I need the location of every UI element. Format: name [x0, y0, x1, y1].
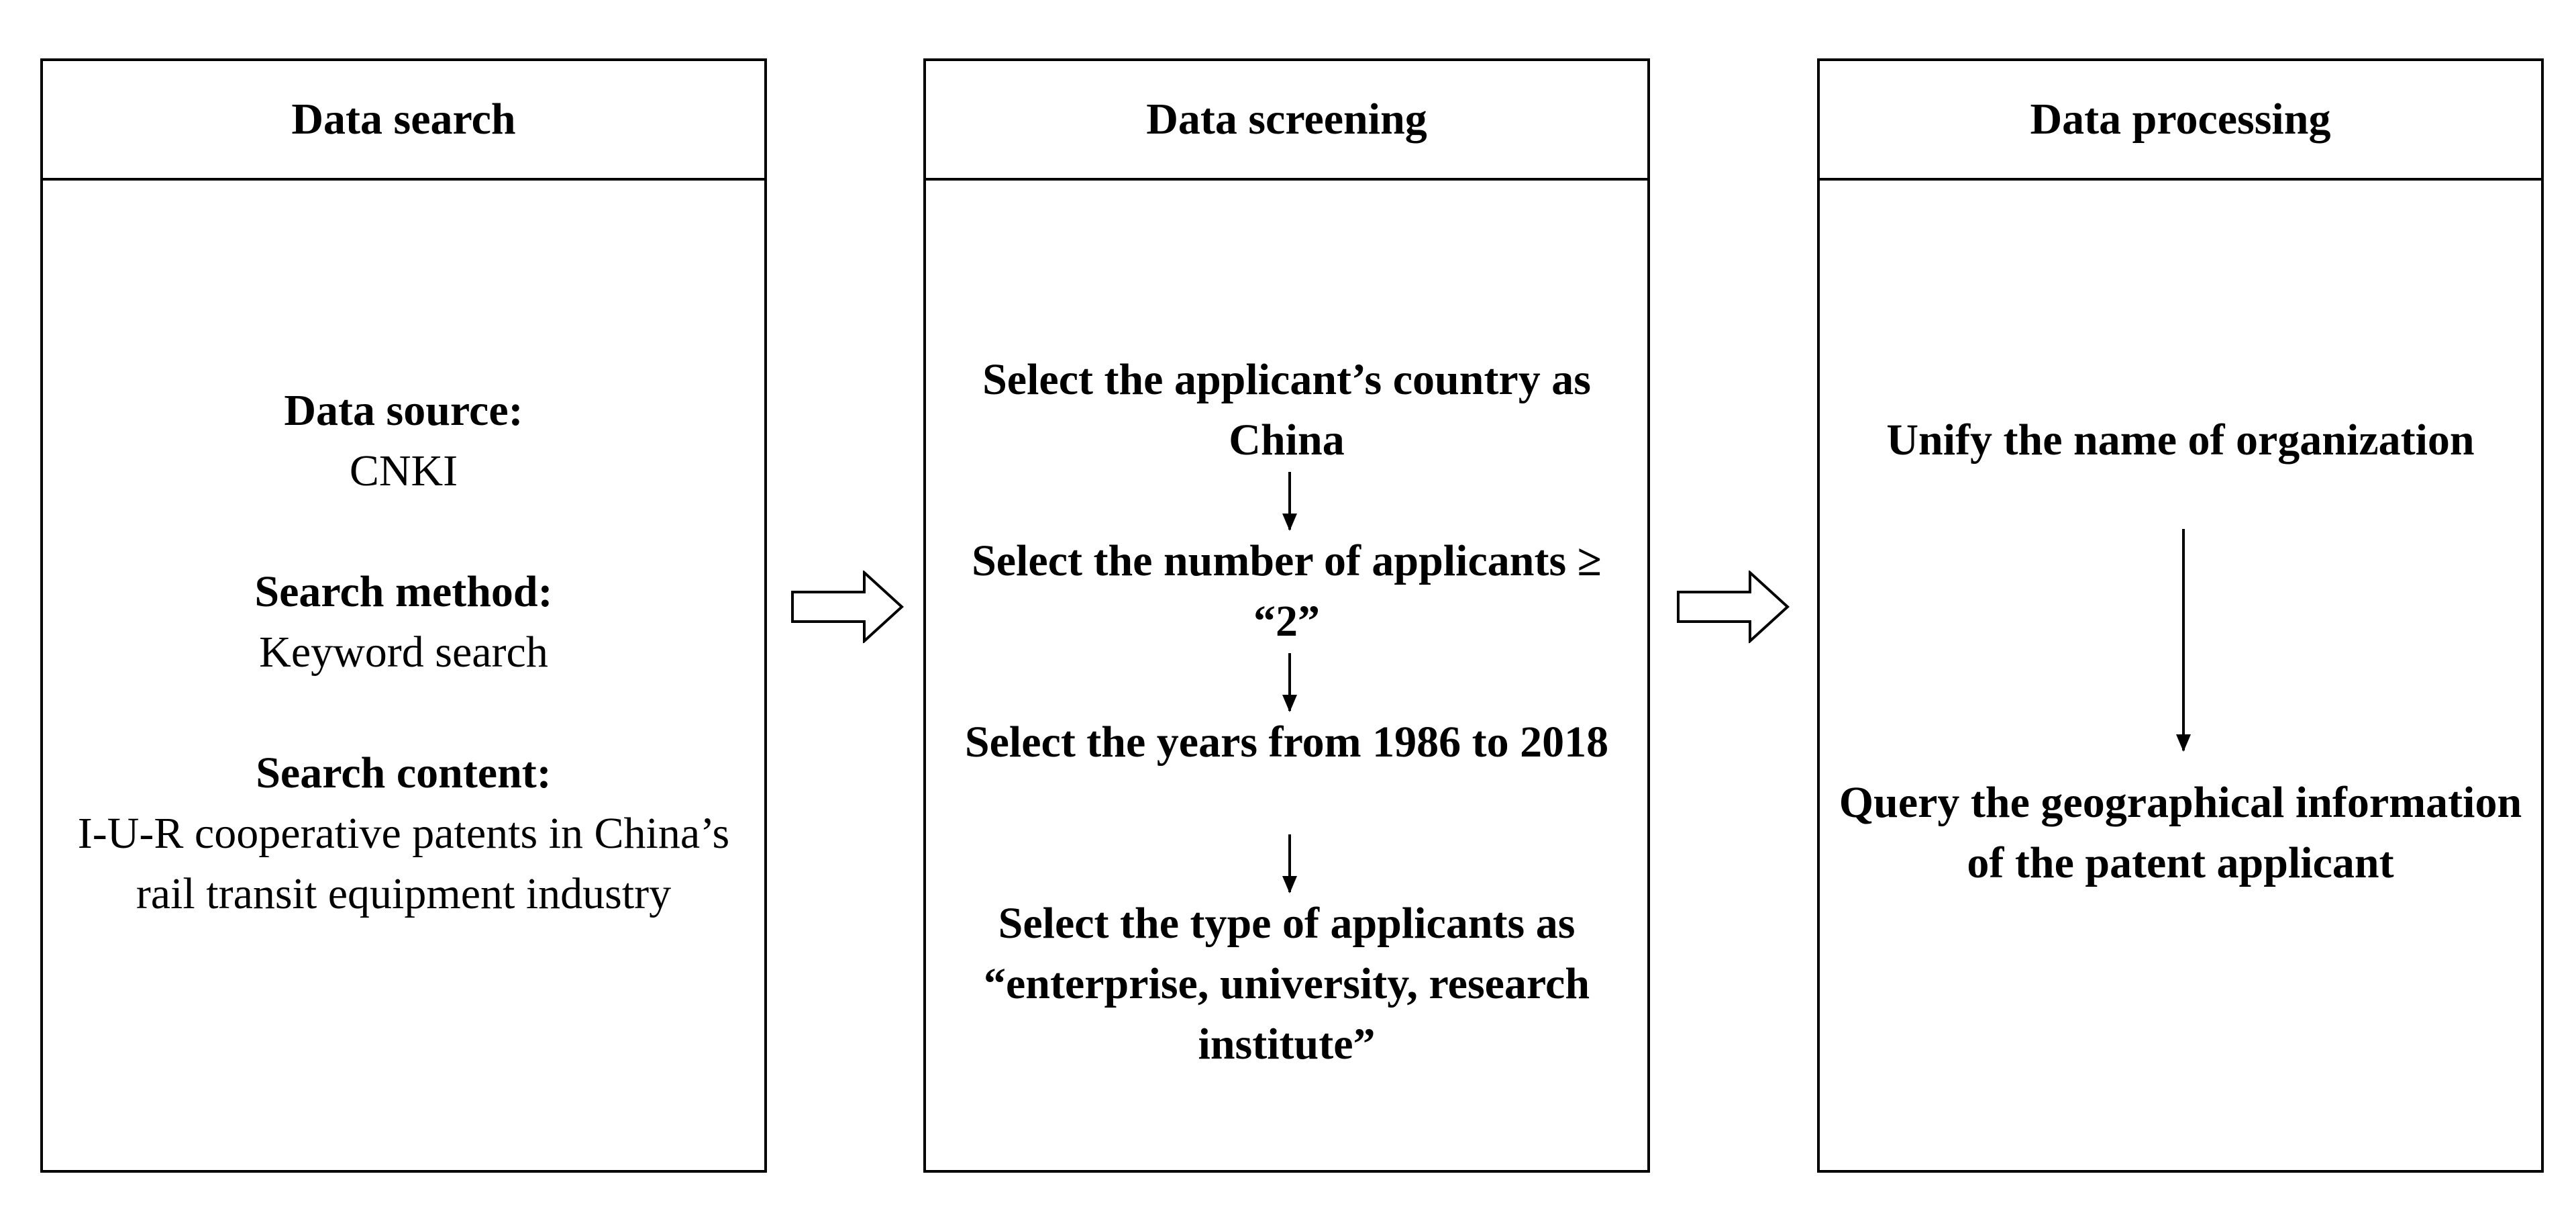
- search-content-label: Search content:: [256, 748, 552, 797]
- data-source-block: Data source: CNKI: [56, 381, 751, 501]
- search-content-value: I-U-R cooperative patents in China’s rai…: [77, 809, 730, 918]
- panel-title-data-processing: Data processing: [1820, 61, 2541, 181]
- search-method-block: Search method: Keyword search: [56, 562, 751, 683]
- data-source-label: Data source:: [284, 386, 523, 435]
- panel-data-search: Data search Data source: CNKI Search met…: [40, 58, 767, 1173]
- down-arrow-icon: [1282, 653, 1297, 712]
- screening-step-years: Select the years from 1986 to 2018: [964, 718, 1609, 767]
- screening-step-country: Select the applicant’s country as China: [982, 355, 1591, 465]
- down-arrow-icon: [1282, 834, 1297, 893]
- search-content-block: Search content: I-U-R cooperative patent…: [56, 743, 751, 924]
- down-arrow-icon: [1282, 472, 1297, 531]
- panel-data-screening: Data screening Select the applicant’s co…: [923, 58, 1650, 1173]
- processing-step-query-geo: Query the geographical information of th…: [1839, 778, 2522, 887]
- hollow-right-arrow-icon: [1677, 571, 1790, 643]
- screening-step-applicant-type: Select the type of applicants as “enterp…: [983, 899, 1590, 1069]
- panel-title-data-screening: Data screening: [926, 61, 1647, 181]
- down-arrow-icon: [2176, 529, 2191, 752]
- search-method-value: Keyword search: [259, 628, 548, 677]
- search-method-label: Search method:: [254, 567, 553, 616]
- panel-data-processing: Data processing Unify the name of organi…: [1817, 58, 2544, 1173]
- screening-step-applicant-count: Select the number of applicants ≥ “2”: [972, 536, 1602, 646]
- panel-title-data-search: Data search: [43, 61, 764, 181]
- data-source-value: CNKI: [349, 446, 458, 495]
- hollow-right-arrow-icon: [791, 571, 904, 643]
- processing-step-unify-name: Unify the name of organization: [1886, 416, 2475, 465]
